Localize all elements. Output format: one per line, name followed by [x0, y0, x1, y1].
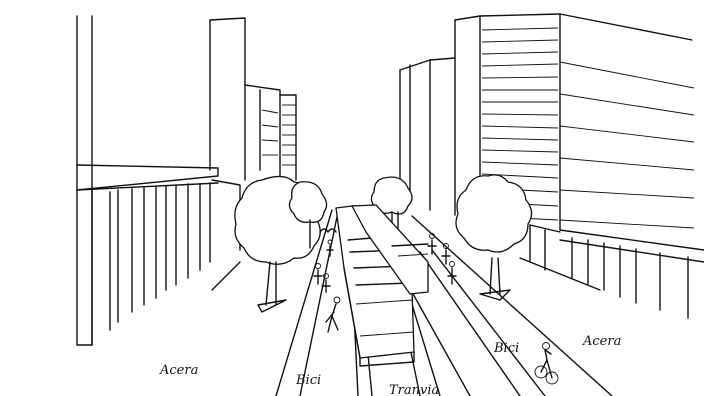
tram: [336, 205, 428, 366]
left-bike-lane-label: Bici: [295, 373, 321, 388]
left-sidewalk-label: Acera: [159, 363, 198, 378]
tram-lane-label: Tranvia: [389, 383, 439, 396]
cyclist: [535, 343, 558, 385]
right-bike-lane-label: Bici: [493, 341, 519, 356]
pedestrians-right: [428, 234, 456, 285]
right-tall-tower: [400, 14, 704, 318]
right-tree-near: [456, 175, 532, 300]
pedestrians-left: [314, 229, 340, 332]
right-sidewalk-label: Acera: [582, 334, 621, 349]
left-tower: [77, 16, 218, 345]
